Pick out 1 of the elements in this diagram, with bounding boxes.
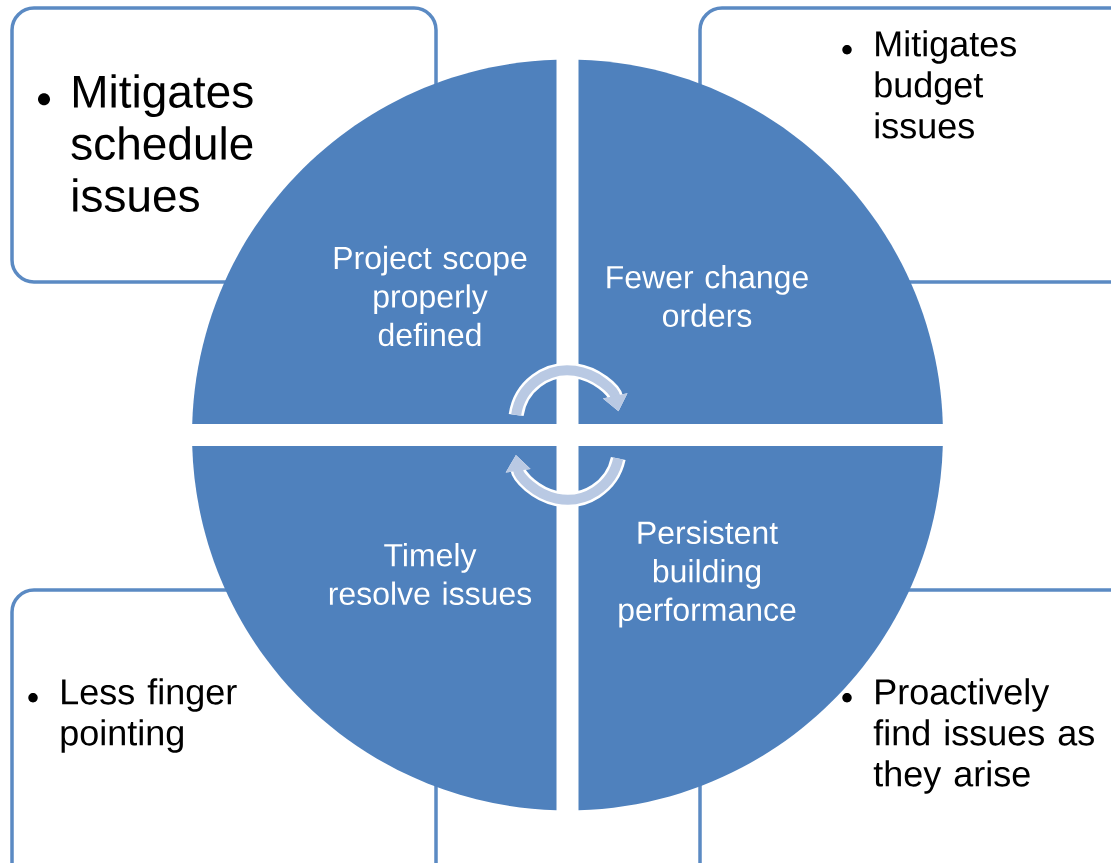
cycle-arrow: [508, 362, 628, 417]
